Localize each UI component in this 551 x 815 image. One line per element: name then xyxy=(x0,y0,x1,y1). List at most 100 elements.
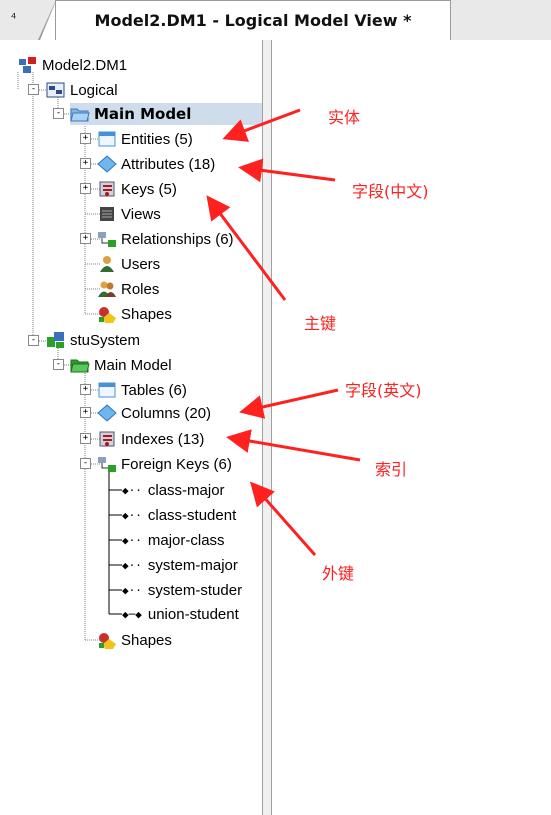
tree-item-phys-main-model[interactable]: Main Model xyxy=(70,354,172,376)
pane-splitter[interactable] xyxy=(262,40,272,815)
tree-item-logical[interactable]: Logical xyxy=(46,79,118,101)
diagram-pane[interactable] xyxy=(272,40,551,815)
tree-label-tables: Tables (6) xyxy=(121,381,187,399)
physical-model-icon xyxy=(46,331,66,349)
expand-keys-toggle[interactable]: + xyxy=(80,183,91,194)
user-icon xyxy=(97,255,117,273)
tree-item-stusystem[interactable]: stuSystem xyxy=(46,329,140,351)
roles-icon xyxy=(97,280,117,298)
scroll-left-button[interactable]: ⁴ xyxy=(11,12,17,27)
fk-connector-icon: ◆·· xyxy=(122,583,142,597)
expand-relationships-toggle[interactable]: + xyxy=(80,233,91,244)
expand-attributes-toggle[interactable]: + xyxy=(80,158,91,169)
annotation-foreign-key: 外键 xyxy=(322,564,355,583)
tree-label-columns: Columns (20) xyxy=(121,404,212,422)
tree-item-columns[interactable]: Columns (20) xyxy=(97,402,211,424)
expand-indexes-toggle[interactable]: + xyxy=(80,433,91,444)
fk-connector-icon: ◆─◆ xyxy=(122,607,142,621)
tree-item-tables[interactable]: Tables (6) xyxy=(97,379,187,401)
tree-label-views: Views xyxy=(121,205,161,223)
annotation-primary-key: 主键 xyxy=(304,314,337,333)
tree-label-attributes: Attributes (18) xyxy=(121,155,216,173)
tree-label-phys-main-model: Main Model xyxy=(94,356,172,374)
fk-item[interactable]: ◆─◆ union-student xyxy=(122,603,239,625)
collapse-foreign-keys-toggle[interactable]: - xyxy=(80,458,91,469)
arrow-entities xyxy=(222,108,301,142)
arrow-indexes xyxy=(226,429,361,462)
arrow-attributes xyxy=(238,158,336,183)
fk-connector-icon: ◆·· xyxy=(122,558,142,572)
annotation-field-en: 字段(英文) xyxy=(345,381,422,400)
foreign-key-icon xyxy=(97,455,117,473)
fk-label: system-major xyxy=(147,556,238,574)
fk-label: class-major xyxy=(147,481,225,499)
expand-tables-toggle[interactable]: + xyxy=(80,384,91,395)
fk-label: union-student xyxy=(147,605,239,623)
column-diamond-icon xyxy=(97,404,117,422)
tree-item-shapes[interactable]: Shapes xyxy=(97,303,172,325)
model-tree[interactable] xyxy=(0,40,262,815)
tree-label-users: Users xyxy=(121,255,161,273)
fk-item[interactable]: ◆·· system-studer xyxy=(122,579,242,601)
fk-connector-icon: ◆·· xyxy=(122,483,142,497)
fk-label: major-class xyxy=(147,531,225,549)
tree-item-root[interactable]: Model2.DM1 xyxy=(18,54,127,76)
tree-item-attributes[interactable]: Attributes (18) xyxy=(97,153,215,175)
fk-label: class-student xyxy=(147,506,237,524)
fk-item[interactable]: ◆·· major-class xyxy=(122,529,225,551)
tree-item-keys[interactable]: Keys (5) xyxy=(97,178,177,200)
tree-item-phys-shapes[interactable]: Shapes xyxy=(97,629,172,651)
tree-item-foreign-keys[interactable]: Foreign Keys (6) xyxy=(97,453,232,475)
tree-item-relationships[interactable]: Relationships (6) xyxy=(97,228,234,250)
annotation-field-cn: 字段(中文) xyxy=(352,182,429,201)
tree-item-indexes[interactable]: Indexes (13) xyxy=(97,428,204,450)
fk-item[interactable]: ◆·· system-major xyxy=(122,554,238,576)
index-icon xyxy=(97,430,117,448)
tab-edge-inner xyxy=(40,1,56,40)
tab-logical-model-view[interactable]: Model2.DM1 - Logical Model View * xyxy=(55,0,451,40)
fk-label: system-studer xyxy=(147,581,243,599)
collapse-stusystem-toggle[interactable]: - xyxy=(28,335,39,346)
fk-item[interactable]: ◆·· class-student xyxy=(122,504,236,526)
shapes-icon xyxy=(97,305,117,323)
tree-item-main-model[interactable]: Main Model xyxy=(70,103,262,125)
fk-item[interactable]: ◆·· class-major xyxy=(122,479,225,501)
tree-item-entities[interactable]: Entities (5) xyxy=(97,128,193,150)
annotation-index: 索引 xyxy=(375,460,408,479)
tree-label-foreign-keys: Foreign Keys (6) xyxy=(121,455,232,473)
tree-label-logical: Logical xyxy=(70,81,118,99)
tree-label-relationships: Relationships (6) xyxy=(121,230,234,248)
tree-label-indexes: Indexes (13) xyxy=(121,430,205,448)
tree-item-roles[interactable]: Roles xyxy=(97,278,159,300)
tree-label-roles: Roles xyxy=(121,280,160,298)
fk-connector-icon: ◆·· xyxy=(122,533,142,547)
attribute-diamond-icon xyxy=(97,155,117,173)
table-icon xyxy=(97,381,117,399)
folder-open-icon xyxy=(70,105,90,123)
tab-bar: ⁴ Model2.DM1 - Logical Model View * xyxy=(0,0,551,40)
annotation-entity: 实体 xyxy=(328,108,361,127)
collapse-phys-main-model-toggle[interactable]: - xyxy=(53,359,64,370)
tree-label-shapes: Shapes xyxy=(121,305,172,323)
collapse-logical-toggle[interactable]: - xyxy=(28,84,39,95)
tree-label-entities: Entities (5) xyxy=(121,130,193,148)
tree-label-stusystem: stuSystem xyxy=(70,331,141,349)
tree-item-users[interactable]: Users xyxy=(97,253,160,275)
collapse-main-model-toggle[interactable]: - xyxy=(53,108,64,119)
entity-table-icon xyxy=(97,130,117,148)
logical-model-icon xyxy=(46,81,66,99)
expand-columns-toggle[interactable]: + xyxy=(80,407,91,418)
relationship-icon xyxy=(97,230,117,248)
arrow-keys xyxy=(206,195,287,301)
key-icon xyxy=(97,180,117,198)
tree-label-keys: Keys (5) xyxy=(121,180,177,198)
fk-connector-icon: ◆·· xyxy=(122,508,142,522)
model-file-icon xyxy=(18,56,38,74)
tree-label-root: Model2.DM1 xyxy=(42,56,128,74)
expand-entities-toggle[interactable]: + xyxy=(80,133,91,144)
folder-open-green-icon xyxy=(70,356,90,374)
arrow-foreign-keys xyxy=(250,481,317,556)
tree-item-views[interactable]: Views xyxy=(97,203,161,225)
tree-label-main-model: Main Model xyxy=(94,105,192,123)
